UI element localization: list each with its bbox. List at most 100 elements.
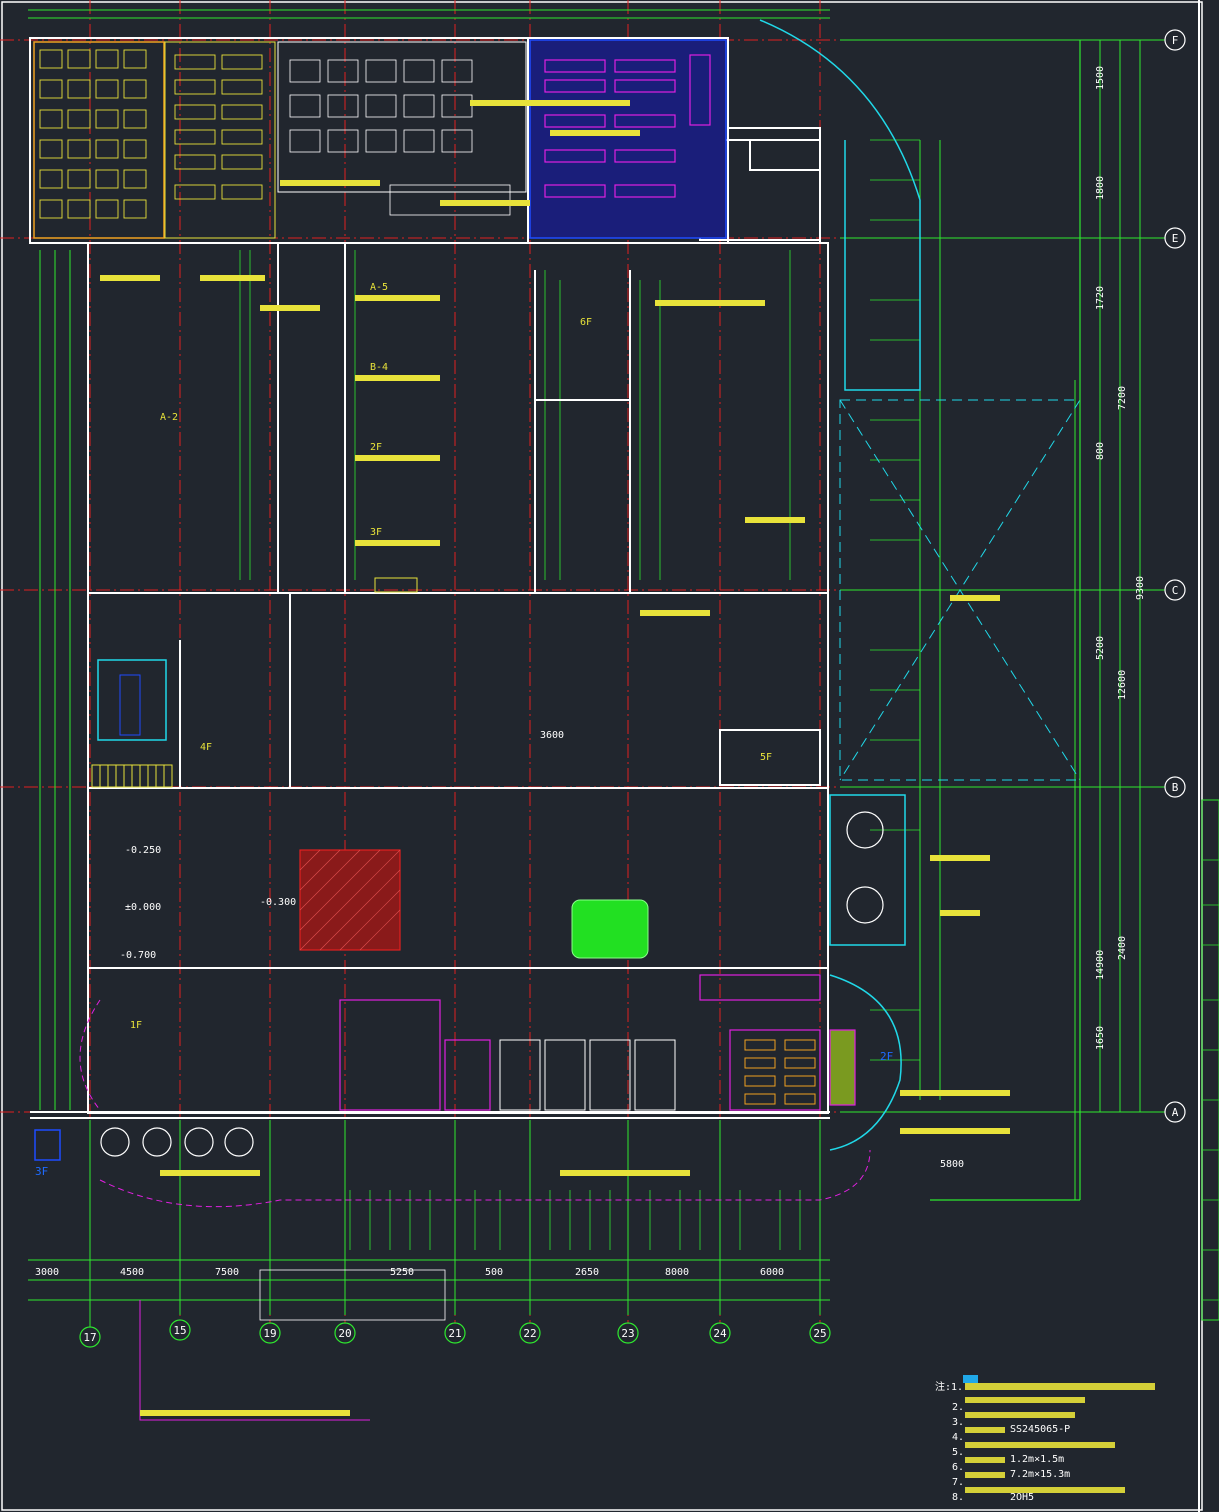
- round-fixtures: [100, 811, 884, 1157]
- room-label: B-4: [370, 362, 388, 373]
- elevation-text: ±0.000: [125, 902, 161, 913]
- cyan-dashed: [839, 399, 1081, 781]
- note-line: 6.: [952, 1462, 964, 1473]
- note-line: 注:1.: [935, 1380, 963, 1393]
- dim-text: 5800: [940, 1159, 964, 1170]
- magenta-rooms: [339, 974, 856, 1111]
- blue-label: 2F: [880, 1050, 893, 1063]
- dim-text: 1800: [1095, 176, 1106, 200]
- building-walls: [29, 37, 830, 1119]
- note-text-bars: [965, 1383, 1155, 1493]
- blue-room: [529, 39, 727, 239]
- dim-text: 7500: [215, 1267, 239, 1278]
- axis-bubble-c: [1164, 579, 1186, 601]
- cyan-outlines: [759, 19, 921, 1151]
- cyan-pool: [97, 659, 167, 741]
- magenta-seating: [544, 54, 711, 198]
- note-fragment: 7.2m×15.3m: [1010, 1469, 1070, 1480]
- dim-text: 5250: [390, 1267, 414, 1278]
- title-block-rows: [1202, 859, 1219, 1301]
- axis-bubble-f: [1164, 29, 1186, 51]
- dim-text: 8000: [665, 1267, 689, 1278]
- column-axis-bubbles: 17 15 19 20 21 22 23 24 25: [79, 1319, 831, 1348]
- axis-label-col-19: 19: [263, 1327, 276, 1340]
- note-fragment: 1.2m×1.5m: [1010, 1454, 1064, 1465]
- axis-label-col-25: 25: [813, 1327, 826, 1340]
- room-label: 2F: [370, 442, 382, 453]
- room-label: 1F: [130, 1020, 142, 1031]
- elevation-text: -0.250: [125, 845, 161, 856]
- room-label: A-2: [160, 412, 178, 423]
- stairs: [91, 577, 418, 788]
- axis-label-col-21: 21: [448, 1327, 461, 1340]
- dim-text: 4500: [120, 1267, 144, 1278]
- axis-label-col-23: 23: [621, 1327, 634, 1340]
- axis-label-c: C: [1172, 584, 1179, 597]
- axis-label-col-15: 15: [173, 1324, 186, 1337]
- note-line: 4.: [952, 1432, 964, 1443]
- room-label: 6F: [580, 317, 592, 328]
- note-line: 3.: [952, 1417, 964, 1428]
- room-labels: A-2 A-5 B-4 2F 3F 5F 4F 6F 1F: [130, 282, 772, 1031]
- office-desks: [289, 59, 511, 216]
- dim-text: 5200: [1095, 636, 1106, 660]
- elevation-text: -0.300: [260, 897, 296, 908]
- room-label: 5F: [760, 752, 772, 763]
- dim-text: 3600: [540, 730, 564, 741]
- general-notes: 注:1. 2. 3. 4. 5. 6. 7. 8. SS245065-P 1.2…: [935, 1380, 1070, 1503]
- room-label: A-5: [370, 282, 388, 293]
- axis-label-col-17: 17: [83, 1331, 96, 1344]
- title-block: [1201, 799, 1219, 1321]
- hatch-lines: [299, 849, 401, 951]
- dim-text: 3000: [35, 1267, 59, 1278]
- dim-text: 12600: [1117, 670, 1128, 700]
- axis-label-e: E: [1172, 232, 1179, 245]
- magenta-path: [79, 999, 871, 1208]
- note-fragment: 2OH5: [1010, 1492, 1034, 1503]
- elevation-annotations: -0.250 ±0.000 -0.300 -0.700: [120, 845, 296, 961]
- dim-text: 7200: [1117, 386, 1128, 410]
- magenta-leader: [139, 1300, 370, 1421]
- row-axis-bubbles: F E C B A: [1164, 29, 1186, 1123]
- blue-box: [34, 1129, 61, 1161]
- desk-grid: [39, 49, 263, 219]
- dim-text: 1500: [1095, 66, 1106, 90]
- axis-label-f: F: [1172, 34, 1179, 47]
- axis-label-col-24: 24: [713, 1327, 727, 1340]
- axis-label-a: A: [1172, 1106, 1179, 1119]
- ramp-box: [259, 1269, 446, 1321]
- dimension-ticks: [239, 139, 920, 1250]
- axis-label-col-22: 22: [523, 1327, 536, 1340]
- axis-bubble-e: [1164, 227, 1186, 249]
- dim-text: 14900: [1095, 950, 1106, 980]
- note-line: 8.: [952, 1492, 964, 1503]
- room-label: 4F: [200, 742, 212, 753]
- dim-text: 2400: [1117, 936, 1128, 960]
- green-feature-block: [571, 899, 649, 959]
- cyan-marker: [963, 1375, 978, 1383]
- desk-rows-bottom: [744, 1039, 816, 1105]
- green-grid: [28, 9, 1165, 1330]
- dim-text: 1720: [1095, 286, 1106, 310]
- note-line: 5.: [952, 1447, 964, 1458]
- note-blocks: [100, 100, 1010, 1416]
- blue-label: 3F: [35, 1165, 48, 1178]
- dim-text: 500: [485, 1267, 503, 1278]
- axis-bubble-a: [1164, 1101, 1186, 1123]
- note-line: 2.: [952, 1402, 964, 1413]
- axis-label-b: B: [1172, 781, 1179, 794]
- pool-inner: [119, 674, 141, 736]
- dim-text: 6000: [760, 1267, 784, 1278]
- note-fragment: SS245065-P: [1010, 1424, 1070, 1435]
- dim-text: 1650: [1095, 1026, 1106, 1050]
- room-label: 3F: [370, 527, 382, 538]
- elevation-text: -0.700: [120, 950, 156, 961]
- dim-text: 800: [1095, 442, 1106, 460]
- toilet-stalls: [499, 1039, 676, 1111]
- dimension-texts: 1500 1800 1720 800 7200 9300 5200 12600 …: [35, 66, 1146, 1278]
- note-line: 7.: [952, 1477, 964, 1488]
- dim-text: 9300: [1135, 576, 1146, 600]
